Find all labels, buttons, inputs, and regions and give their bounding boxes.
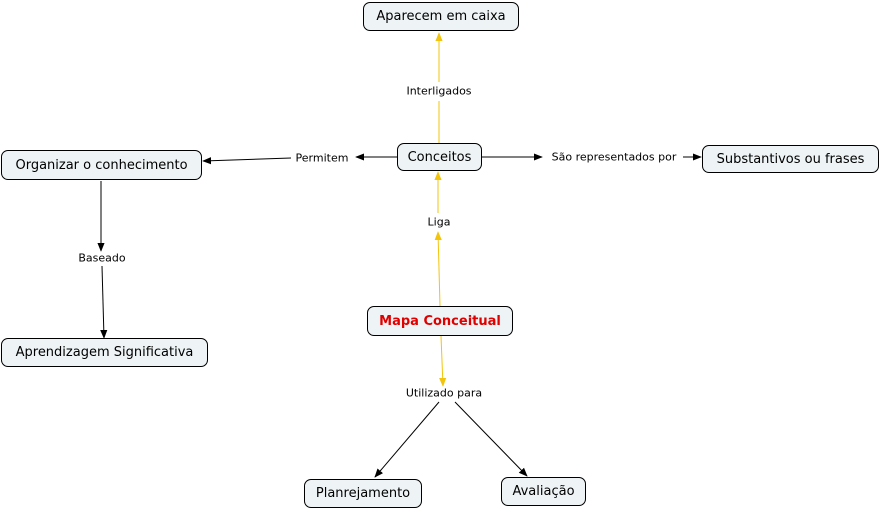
concept-substantivos-ou-frases[interactable]: Substantivos ou frases [702, 145, 879, 173]
concept-planejamento[interactable]: Planrejamento [304, 479, 422, 508]
concept-aprendizagem-significativa[interactable]: Aprendizagem Significativa [1, 338, 208, 367]
link-utilizado-planejamento [374, 401, 440, 478]
link-mapa-utilizado [439, 335, 447, 387]
concept-aparecem-em-caixa[interactable]: Aparecem em caixa [363, 2, 519, 31]
concept-avaliacao[interactable]: Avaliação [501, 477, 586, 506]
link-label-liga[interactable]: Liga [426, 215, 452, 229]
link-label-representados[interactable]: São representados por [550, 150, 678, 164]
link-utilizado-avaliacao [454, 401, 528, 477]
link-mapa-liga [434, 231, 442, 307]
link-label-baseado[interactable]: Baseado [77, 251, 127, 265]
concept-organizar-conhecimento[interactable]: Organizar o conhecimento [1, 150, 202, 180]
link-permitem-organizar [202, 157, 292, 165]
link-label-permitem[interactable]: Permitem [294, 151, 350, 165]
concept-mapa-conceitual[interactable]: Mapa Conceitual [367, 306, 513, 336]
concept-conceitos[interactable]: Conceitos [397, 143, 482, 171]
link-baseado-aprendizagem [100, 265, 108, 339]
link-label-utilizado-para[interactable]: Utilizado para [404, 386, 484, 400]
link-label-interligados[interactable]: Interligados [405, 84, 473, 98]
